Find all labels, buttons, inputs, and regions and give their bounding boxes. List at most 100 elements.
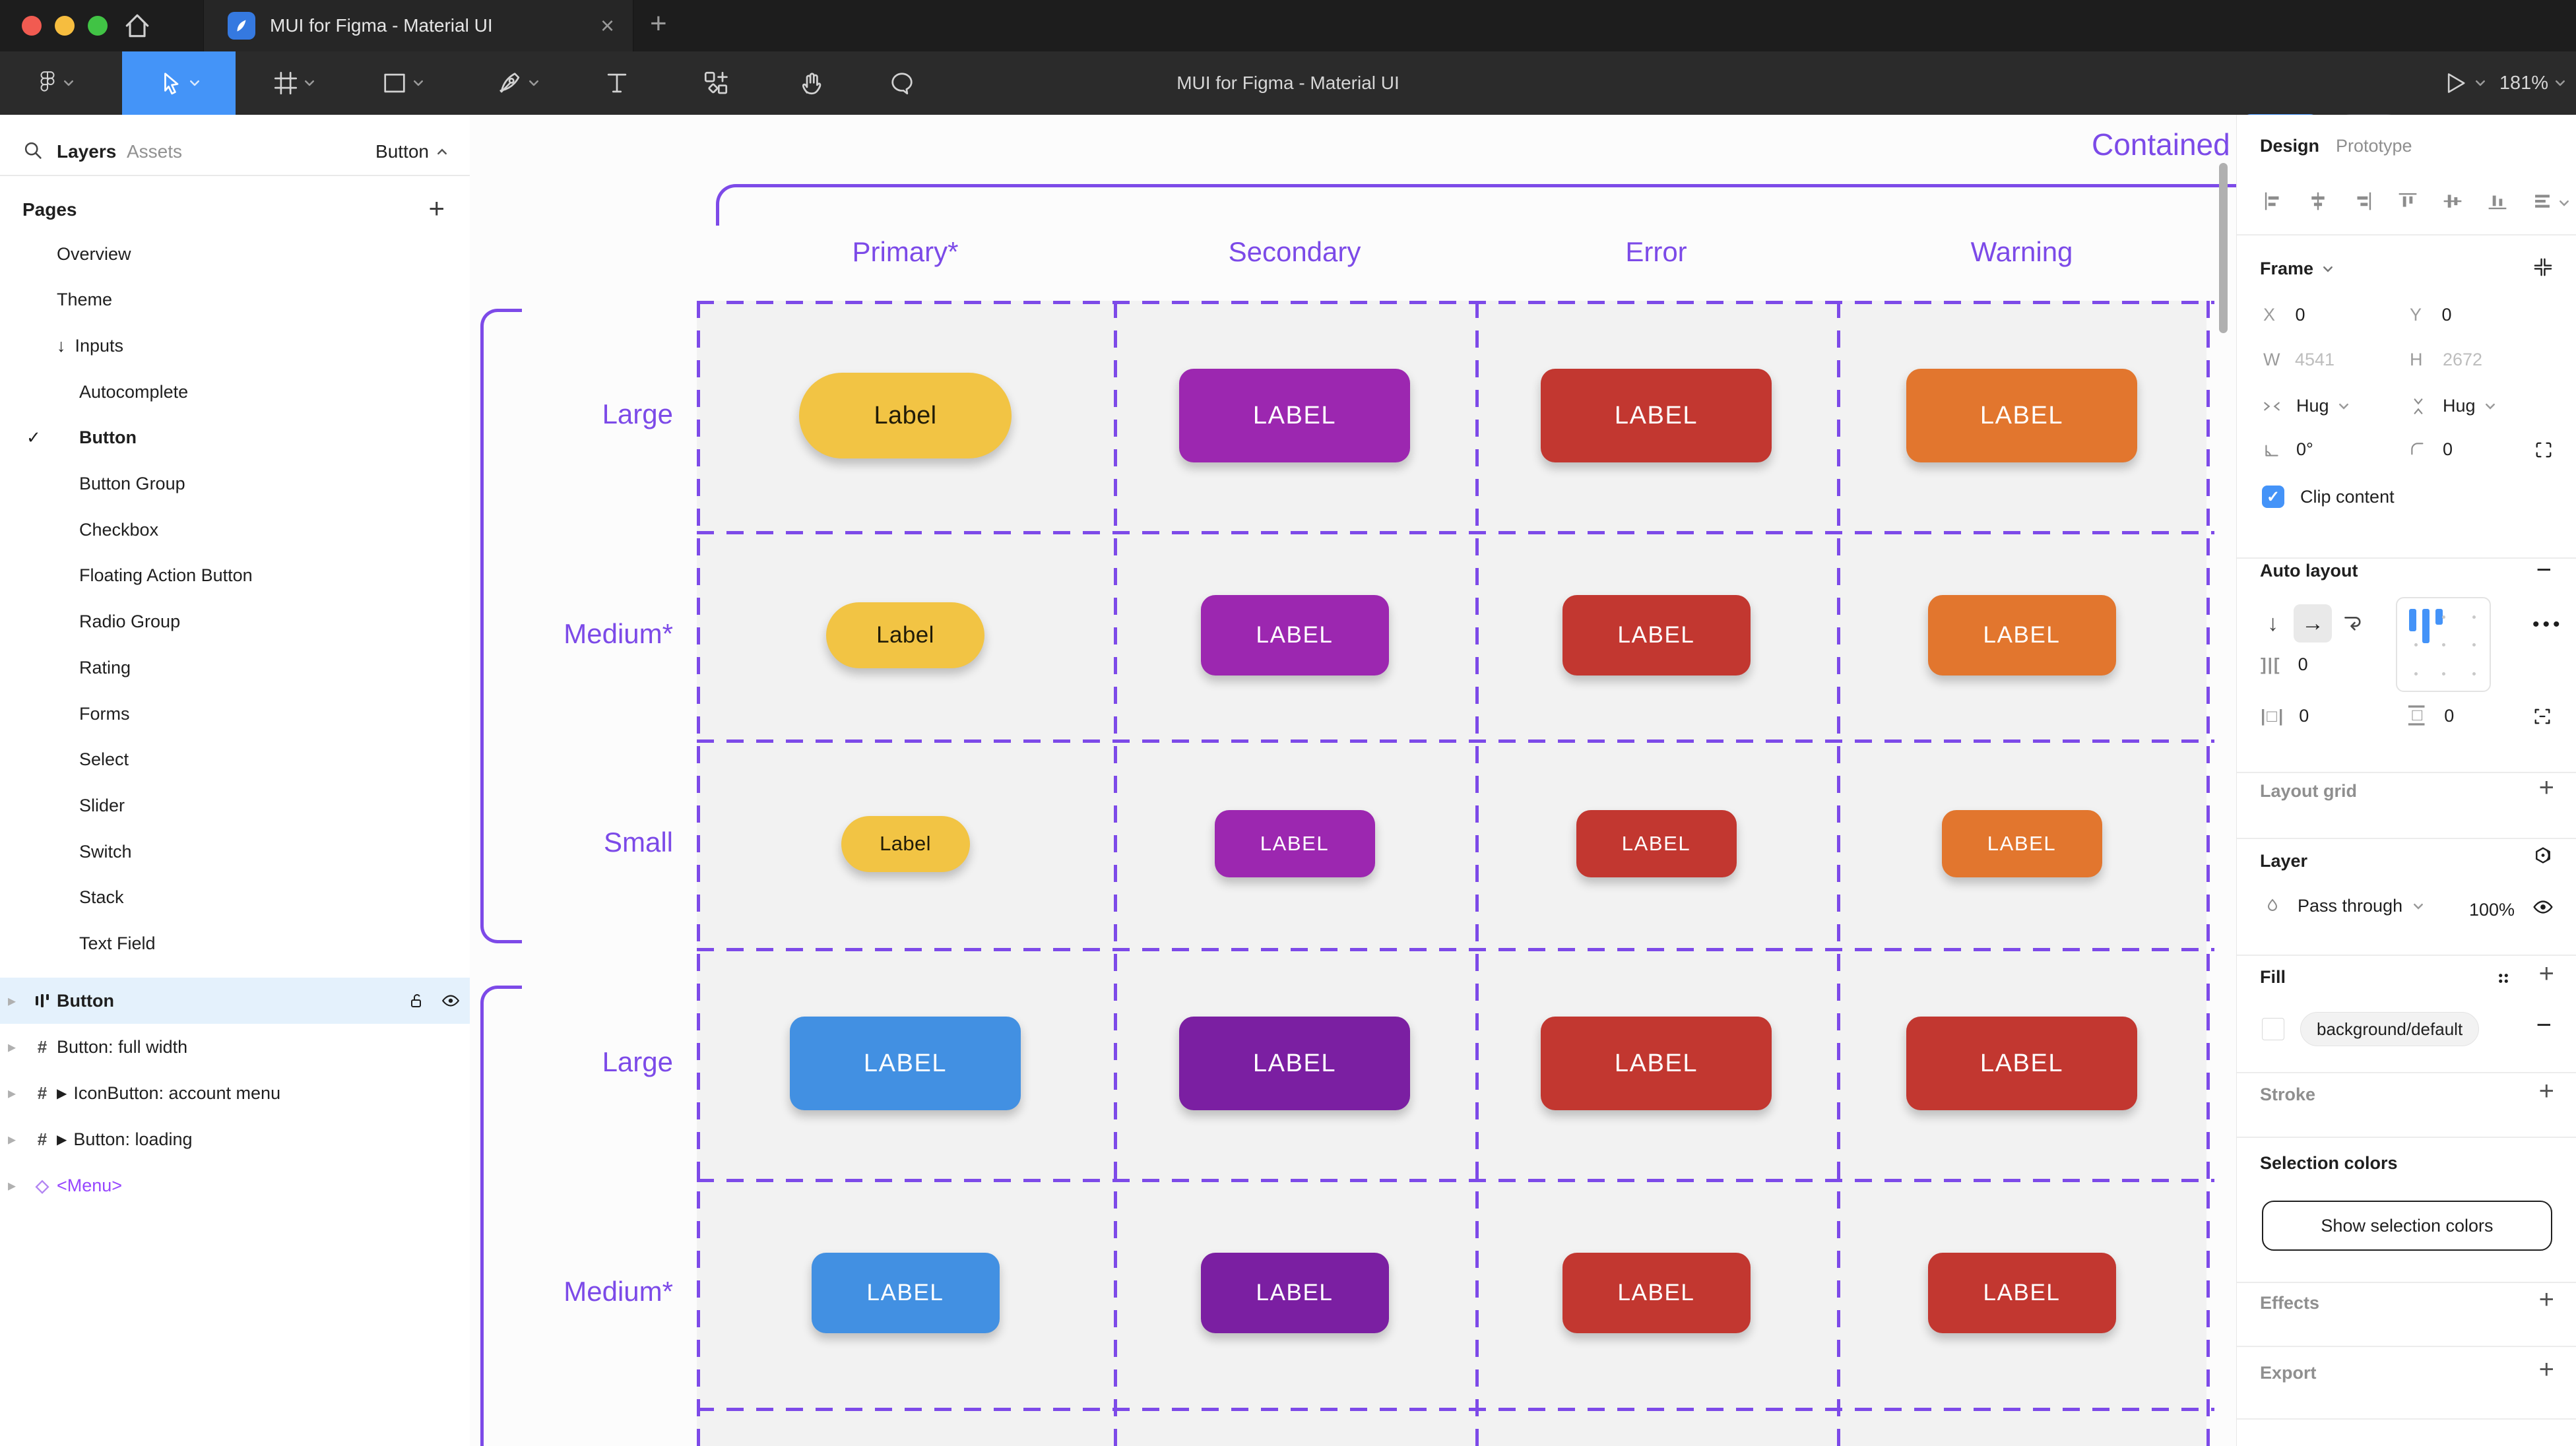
- mui-button-large-warning[interactable]: LABEL: [1906, 369, 2137, 462]
- vertical-sizing-field[interactable]: Hug: [2408, 396, 2496, 416]
- mui-button-small-error[interactable]: LABEL: [1576, 810, 1737, 877]
- expand-caret-icon[interactable]: ▸: [8, 991, 16, 1010]
- close-window-button[interactable]: [22, 16, 42, 36]
- rotation-field[interactable]: 0°: [2262, 439, 2313, 460]
- align-top-icon[interactable]: [2397, 190, 2419, 216]
- tab-assets[interactable]: Assets: [127, 141, 183, 162]
- add-export-button[interactable]: +: [2538, 1355, 2554, 1384]
- clip-content-field[interactable]: ✓ Clip content: [2262, 486, 2395, 508]
- frame-tool[interactable]: [251, 51, 337, 115]
- layer-row--menu-[interactable]: ▸◇<Menu>: [0, 1162, 470, 1209]
- layer-row-button-loading[interactable]: ▸#▶Button: loading: [0, 1116, 470, 1162]
- align-horizontal-center-icon[interactable]: [2307, 190, 2329, 216]
- unlock-icon[interactable]: [408, 991, 426, 1010]
- expand-caret-icon[interactable]: ▸: [8, 1084, 16, 1102]
- sidebar-page-stack[interactable]: Stack: [79, 887, 124, 908]
- distribute-icon[interactable]: [2531, 190, 2554, 216]
- mui-button-medium-secondary[interactable]: LABEL: [1200, 1253, 1389, 1333]
- mui-button-medium-error[interactable]: LABEL: [1562, 595, 1751, 676]
- fill-row[interactable]: background/default: [2262, 1012, 2480, 1046]
- new-tab-button[interactable]: +: [650, 7, 667, 40]
- mui-button-medium-primary[interactable]: Label: [826, 602, 984, 668]
- alignment-pad[interactable]: [2396, 597, 2491, 692]
- minimize-window-button[interactable]: [55, 16, 75, 36]
- layer-row-button-full-width[interactable]: ▸#Button: full width: [0, 1024, 470, 1070]
- direction-wrap-icon[interactable]: [2341, 611, 2365, 638]
- sidebar-page-text-field[interactable]: Text Field: [79, 933, 156, 953]
- sidebar-page-forms[interactable]: Forms: [79, 703, 130, 724]
- tab-prototype[interactable]: Prototype: [2336, 136, 2412, 156]
- blend-mode-icon[interactable]: [2532, 846, 2554, 871]
- comment-tool[interactable]: [866, 51, 938, 115]
- mui-button-small-primary[interactable]: Label: [841, 815, 970, 872]
- fill-token-chip[interactable]: background/default: [2300, 1012, 2480, 1046]
- figma-menu-button[interactable]: [20, 51, 92, 115]
- x-field[interactable]: X 0: [2263, 305, 2305, 325]
- mui-button-medium-error[interactable]: LABEL: [1562, 1253, 1751, 1333]
- resources-tool[interactable]: [680, 51, 752, 115]
- mui-button-large-secondary[interactable]: LABEL: [1179, 1017, 1410, 1110]
- sidebar-page-button[interactable]: ✓Button: [26, 427, 137, 448]
- add-page-button[interactable]: +: [428, 193, 445, 224]
- sidebar-page-overview[interactable]: Overview: [57, 243, 131, 264]
- sidebar-page-rating[interactable]: Rating: [79, 657, 131, 677]
- mui-button-medium-warning[interactable]: LABEL: [1927, 1253, 2116, 1333]
- eye-icon[interactable]: [441, 991, 461, 1011]
- distribute-chevron-icon[interactable]: [2559, 198, 2569, 210]
- remove-fill-button[interactable]: −: [2536, 1011, 2552, 1040]
- sidebar-page-inputs[interactable]: ↓Inputs: [57, 335, 124, 356]
- mui-button-large-warning[interactable]: LABEL: [1906, 1017, 2137, 1110]
- sidebar-page-slider[interactable]: Slider: [79, 795, 125, 815]
- y-field[interactable]: Y 0: [2410, 305, 2452, 325]
- add-layout-grid-button[interactable]: +: [2538, 773, 2554, 802]
- page-selector[interactable]: Button: [375, 141, 447, 162]
- expand-caret-icon[interactable]: ▸: [8, 1130, 16, 1148]
- tab-design[interactable]: Design: [2260, 136, 2320, 156]
- sidebar-page-switch[interactable]: Switch: [79, 841, 132, 862]
- frame-section-header[interactable]: Frame: [2260, 259, 2333, 279]
- mui-button-medium-secondary[interactable]: LABEL: [1200, 595, 1389, 676]
- corner-radius-field[interactable]: 0: [2408, 439, 2453, 460]
- rectangle-tool[interactable]: [356, 51, 449, 115]
- fill-color-swatch[interactable]: [2262, 1018, 2284, 1040]
- present-button[interactable]: [2431, 51, 2497, 115]
- sidebar-page-autocomplete[interactable]: Autocomplete: [79, 381, 189, 402]
- auto-layout-more-icon[interactable]: •••: [2532, 613, 2563, 635]
- layer-visibility-icon[interactable]: [2532, 896, 2554, 922]
- fill-styles-icon[interactable]: [2494, 968, 2513, 991]
- sidebar-page-theme[interactable]: Theme: [57, 290, 113, 310]
- direction-horizontal-icon[interactable]: →: [2302, 611, 2324, 636]
- horizontal-padding-field[interactable]: |□| 0: [2261, 706, 2309, 726]
- search-icon[interactable]: [22, 140, 44, 164]
- blend-mode-field[interactable]: Pass through: [2263, 896, 2424, 916]
- independent-corners-icon[interactable]: [2533, 439, 2554, 464]
- opacity-value[interactable]: 100%: [2469, 900, 2515, 920]
- add-stroke-button[interactable]: +: [2538, 1077, 2554, 1106]
- tab-layers[interactable]: Layers: [57, 141, 117, 162]
- layer-row-iconbutton-account-menu[interactable]: ▸#▶IconButton: account menu: [0, 1070, 470, 1116]
- align-bottom-icon[interactable]: [2486, 190, 2509, 216]
- pen-tool[interactable]: [472, 51, 564, 115]
- mui-button-medium-primary[interactable]: LABEL: [811, 1253, 1000, 1333]
- maximize-window-button[interactable]: [88, 16, 108, 36]
- expand-caret-icon[interactable]: ▸: [8, 1176, 16, 1195]
- mui-button-large-error[interactable]: LABEL: [1541, 369, 1772, 462]
- independent-padding-icon[interactable]: [2532, 706, 2553, 730]
- layer-row-button[interactable]: ▸Button: [0, 978, 470, 1024]
- mui-button-small-warning[interactable]: LABEL: [1941, 810, 2102, 877]
- sidebar-page-checkbox[interactable]: Checkbox: [79, 519, 159, 540]
- horizontal-sizing-field[interactable]: Hug: [2262, 396, 2349, 416]
- vertical-padding-field[interactable]: |□| 0: [2408, 704, 2455, 728]
- sidebar-page-select[interactable]: Select: [79, 749, 129, 770]
- height-field[interactable]: H 2672: [2410, 350, 2483, 369]
- remove-auto-layout-button[interactable]: −: [2536, 555, 2552, 584]
- mui-button-large-secondary[interactable]: LABEL: [1179, 369, 1410, 462]
- move-tool[interactable]: [122, 51, 236, 115]
- mui-button-large-primary[interactable]: Label: [799, 373, 1012, 458]
- direction-vertical-icon[interactable]: ↓: [2267, 611, 2278, 636]
- mui-button-medium-warning[interactable]: LABEL: [1927, 595, 2116, 676]
- align-left-icon[interactable]: [2262, 190, 2284, 216]
- hand-tool[interactable]: [775, 51, 848, 115]
- mui-button-large-primary[interactable]: LABEL: [790, 1017, 1021, 1110]
